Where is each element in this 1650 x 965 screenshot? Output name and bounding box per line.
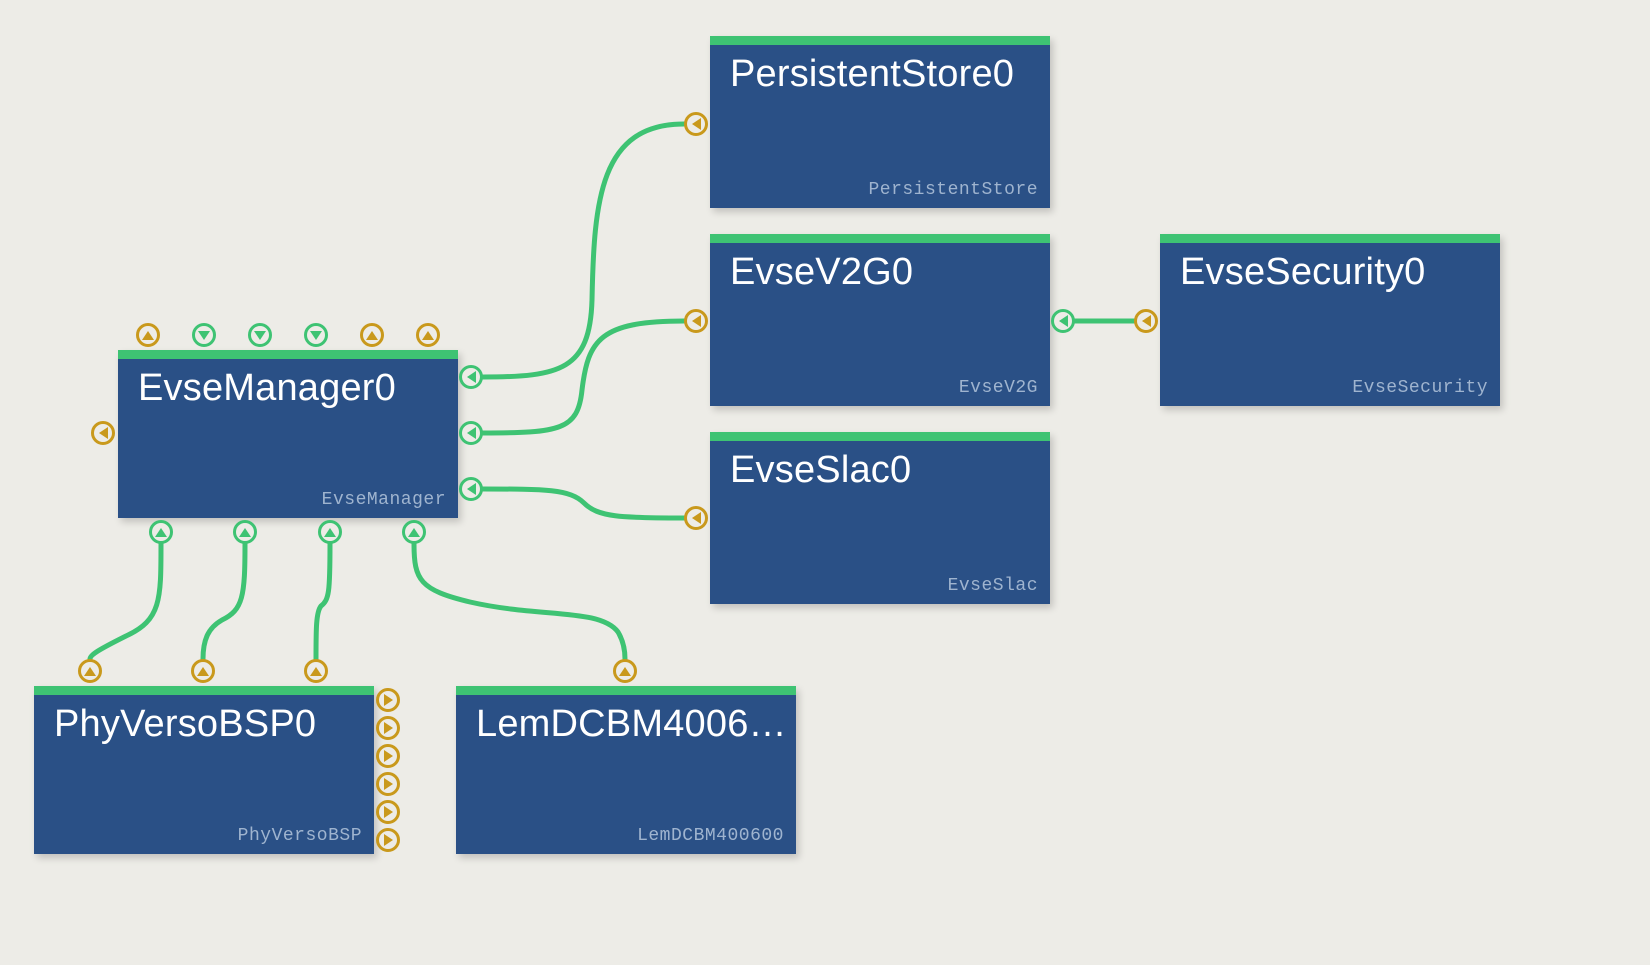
port-evsemanager-left-1[interactable] xyxy=(91,421,115,445)
port-evsev2g-left-1[interactable] xyxy=(684,309,708,333)
port-evsev2g-right-1[interactable] xyxy=(1051,309,1075,333)
triangle-up-icon xyxy=(422,330,434,340)
node-title: EvseSlac0 xyxy=(730,449,912,491)
triangle-left-icon xyxy=(691,315,701,327)
port-evsemanager-top-4[interactable] xyxy=(304,323,328,347)
port-lemdcbm-top-1[interactable] xyxy=(613,659,637,683)
node-subtitle: PersistentStore xyxy=(868,180,1038,200)
node-subtitle: EvseSlac xyxy=(947,576,1038,596)
port-evsemanager-right-2[interactable] xyxy=(459,421,483,445)
port-phyversobsp-right-4[interactable] xyxy=(376,772,400,796)
node-subtitle: LemDCBM400600 xyxy=(637,826,784,846)
node-subtitle: EvseV2G xyxy=(958,378,1038,398)
triangle-down-icon xyxy=(198,330,210,340)
port-phyversobsp-right-6[interactable] xyxy=(376,828,400,852)
edge-evsemanager-phyversobsp-3[interactable] xyxy=(313,541,333,662)
edge-evsemanager-persistentstore[interactable] xyxy=(480,121,687,380)
port-evsemanager-top-1[interactable] xyxy=(136,323,160,347)
edge-evsemanager-evseslac[interactable] xyxy=(480,486,687,521)
node-title: EvseV2G0 xyxy=(730,251,914,293)
port-phyversobsp-right-1[interactable] xyxy=(376,688,400,712)
triangle-left-icon xyxy=(691,118,701,130)
triangle-up-icon xyxy=(324,527,336,537)
port-phyversobsp-top-1[interactable] xyxy=(78,659,102,683)
triangle-right-icon xyxy=(383,834,393,846)
node-title: EvseSecurity0 xyxy=(1180,251,1426,293)
triangle-left-icon xyxy=(466,483,476,495)
triangle-down-icon xyxy=(310,330,322,340)
port-evsemanager-top-6[interactable] xyxy=(416,323,440,347)
port-evsesecurity-left-1[interactable] xyxy=(1134,309,1158,333)
triangle-left-icon xyxy=(98,427,108,439)
port-phyversobsp-right-5[interactable] xyxy=(376,800,400,824)
port-evsemanager-right-1[interactable] xyxy=(459,365,483,389)
port-evsemanager-bottom-1[interactable] xyxy=(149,520,173,544)
edge-evsemanager-evsev2g[interactable] xyxy=(480,318,687,436)
port-evsemanager-bottom-3[interactable] xyxy=(318,520,342,544)
triangle-up-icon xyxy=(84,666,96,676)
port-evsemanager-right-3[interactable] xyxy=(459,477,483,501)
port-phyversobsp-right-2[interactable] xyxy=(376,716,400,740)
triangle-down-icon xyxy=(254,330,266,340)
port-persistentstore-left-1[interactable] xyxy=(684,112,708,136)
triangle-left-icon xyxy=(466,427,476,439)
port-phyversobsp-right-3[interactable] xyxy=(376,744,400,768)
node-lem-dcbm-400600-0[interactable]: LemDCBM4006… LemDCBM400600 xyxy=(456,686,796,854)
triangle-right-icon xyxy=(383,722,393,734)
triangle-up-icon xyxy=(155,527,167,537)
triangle-up-icon xyxy=(310,666,322,676)
port-phyversobsp-top-3[interactable] xyxy=(304,659,328,683)
triangle-up-icon xyxy=(366,330,378,340)
triangle-left-icon xyxy=(691,512,701,524)
port-evsemanager-bottom-2[interactable] xyxy=(233,520,257,544)
node-title: LemDCBM4006… xyxy=(476,703,787,745)
triangle-left-icon xyxy=(1141,315,1151,327)
port-evseslac-left-1[interactable] xyxy=(684,506,708,530)
port-phyversobsp-top-2[interactable] xyxy=(191,659,215,683)
triangle-up-icon xyxy=(619,666,631,676)
triangle-right-icon xyxy=(383,806,393,818)
port-evsemanager-top-2[interactable] xyxy=(192,323,216,347)
edge-evsemanager-phyversobsp-2[interactable] xyxy=(200,541,248,662)
triangle-up-icon xyxy=(142,330,154,340)
node-title: EvseManager0 xyxy=(138,367,396,409)
node-subtitle: EvseSecurity xyxy=(1352,378,1488,398)
edge-evsemanager-phyversobsp-1[interactable] xyxy=(87,541,164,662)
triangle-left-icon xyxy=(1058,315,1068,327)
triangle-up-icon xyxy=(239,527,251,537)
port-evsemanager-top-3[interactable] xyxy=(248,323,272,347)
triangle-right-icon xyxy=(383,694,393,706)
node-title: PersistentStore0 xyxy=(730,53,1015,95)
edge-evsemanager-lemdcbm[interactable] xyxy=(411,541,628,662)
node-subtitle: PhyVersoBSP xyxy=(237,826,362,846)
port-evsemanager-top-5[interactable] xyxy=(360,323,384,347)
triangle-right-icon xyxy=(383,778,393,790)
triangle-right-icon xyxy=(383,750,393,762)
port-evsemanager-bottom-4[interactable] xyxy=(402,520,426,544)
node-title: PhyVersoBSP0 xyxy=(54,703,317,745)
triangle-up-icon xyxy=(197,666,209,676)
triangle-up-icon xyxy=(408,527,420,537)
triangle-left-icon xyxy=(466,371,476,383)
node-subtitle: EvseManager xyxy=(321,490,446,510)
